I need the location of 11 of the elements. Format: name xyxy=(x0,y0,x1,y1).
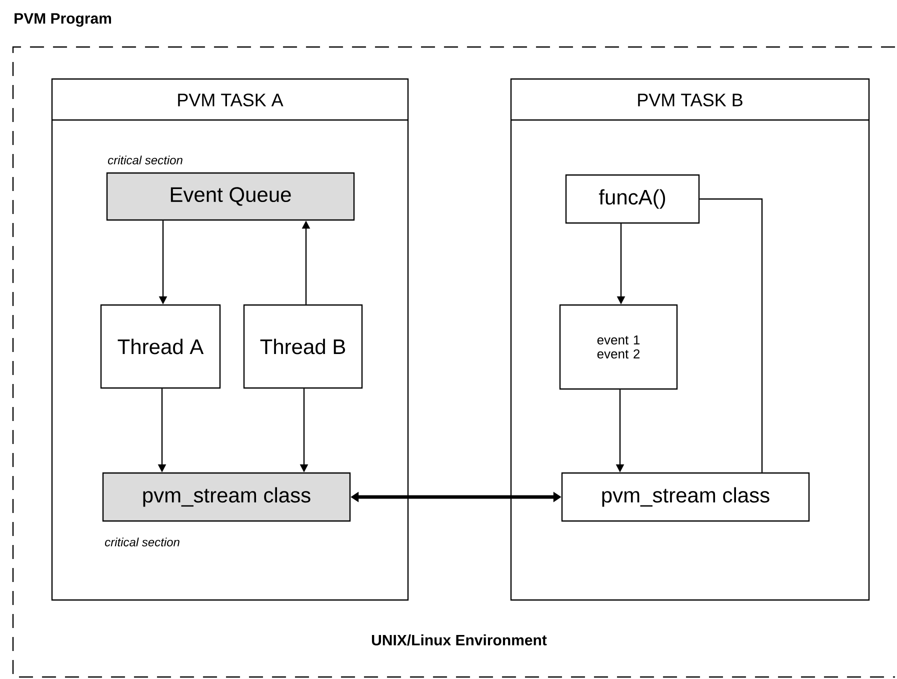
process-box: event 1 event 2 xyxy=(559,304,678,390)
frame-title: PVM Program xyxy=(14,13,112,27)
queue-box: Event Queue xyxy=(106,172,355,221)
section-note: critical section xyxy=(105,538,180,546)
process-box: Thread A xyxy=(100,304,221,389)
environment-label: UNIX/Linux Environment xyxy=(372,634,547,646)
process-box: pvm_stream class xyxy=(561,472,810,522)
process-box: funcA() xyxy=(565,174,700,224)
section-note: critical section xyxy=(108,156,182,164)
process-box: Thread B xyxy=(243,304,363,389)
class-box: pvm_stream class xyxy=(102,472,351,522)
